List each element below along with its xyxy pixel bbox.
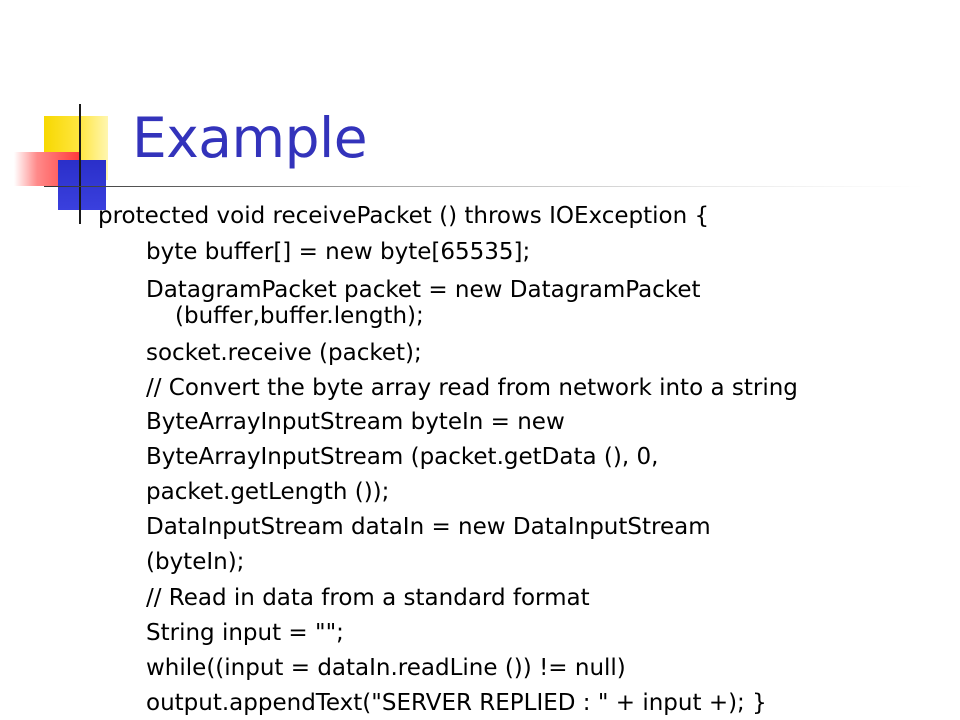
code-line: ByteArrayInputStream byteIn = new (146, 409, 565, 435)
code-line: protected void receivePacket () throws I… (98, 203, 710, 229)
code-line: socket.receive (packet); (146, 340, 422, 366)
code-comment: // Read in data from a standard format (146, 585, 590, 611)
code-line: (byteIn); (146, 549, 245, 575)
code-comment: // Convert the byte array read from netw… (146, 375, 798, 401)
code-line: ByteArrayInputStream (packet.getData (),… (146, 444, 659, 470)
code-line: DatagramPacket packet = new DatagramPack… (146, 277, 701, 303)
code-line: packet.getLength ()); (146, 479, 390, 505)
code-line: while((input = dataIn.readLine ()) != nu… (146, 655, 626, 681)
title-underline (44, 186, 924, 187)
code-line-wrapped: DatagramPacket packet = new DatagramPack… (146, 277, 701, 329)
code-line: String input = ""; (146, 620, 344, 646)
decor-blue-square (58, 160, 106, 210)
code-line: DataInputStream dataIn = new DataInputSt… (146, 514, 711, 540)
slide-title: Example (132, 106, 368, 170)
code-line: output.appendText("SERVER REPLIED : " + … (146, 690, 767, 716)
code-line: byte buffer[] = new byte[65535]; (146, 239, 531, 265)
decor-vertical-line (79, 104, 81, 224)
code-line-continuation: (buffer,buffer.length); (175, 303, 424, 329)
